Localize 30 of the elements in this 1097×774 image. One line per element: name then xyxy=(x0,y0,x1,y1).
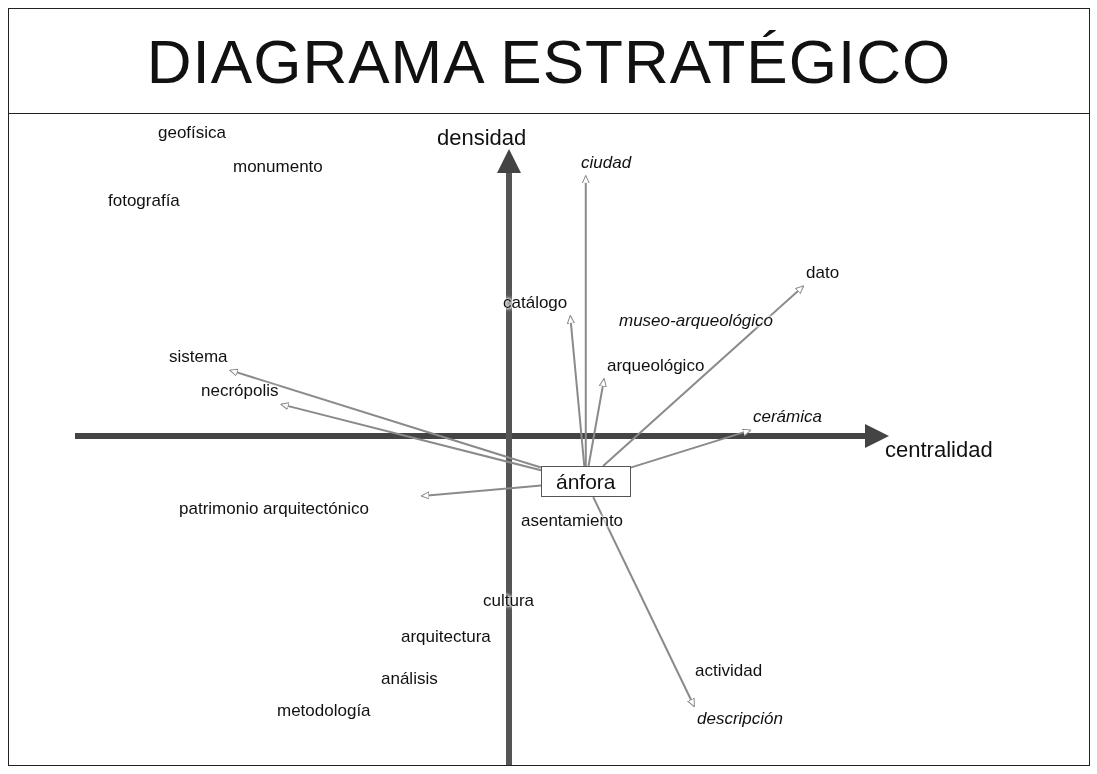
term-label: fotografía xyxy=(108,191,180,212)
term-label: arqueológico xyxy=(607,356,705,377)
arrow xyxy=(587,377,607,467)
axis-label: densidad xyxy=(437,125,527,152)
term-label: asentamiento xyxy=(521,511,624,532)
term-label: ciudad xyxy=(581,153,632,174)
term-label: cerámica xyxy=(753,407,822,428)
term-label: análisis xyxy=(381,669,438,690)
title: DIAGRAMA ESTRATÉGICO xyxy=(146,25,952,97)
term-label: museo-arqueológico xyxy=(619,311,774,332)
term-label: descripción xyxy=(697,709,783,730)
arrow xyxy=(420,484,542,500)
arrow xyxy=(566,314,586,467)
central-term-box: ánfora xyxy=(541,466,631,498)
term-label: necrópolis xyxy=(201,381,279,402)
arrow xyxy=(581,174,590,467)
arrow xyxy=(602,285,805,467)
term-label: geofísica xyxy=(158,123,227,144)
arrow xyxy=(592,496,695,708)
term-label: metodología xyxy=(277,701,371,722)
term-label: sistema xyxy=(169,347,228,368)
arrow xyxy=(280,402,542,472)
term-label: monumento xyxy=(233,157,323,178)
arrow xyxy=(229,368,542,469)
term-label: actividad xyxy=(695,661,763,682)
term-label: patrimonio arquitectónico xyxy=(179,499,419,520)
arrow xyxy=(629,428,752,469)
term-label: arquitectura xyxy=(401,627,491,648)
axis-label: centralidad xyxy=(885,437,993,464)
term-label: dato xyxy=(806,263,840,284)
